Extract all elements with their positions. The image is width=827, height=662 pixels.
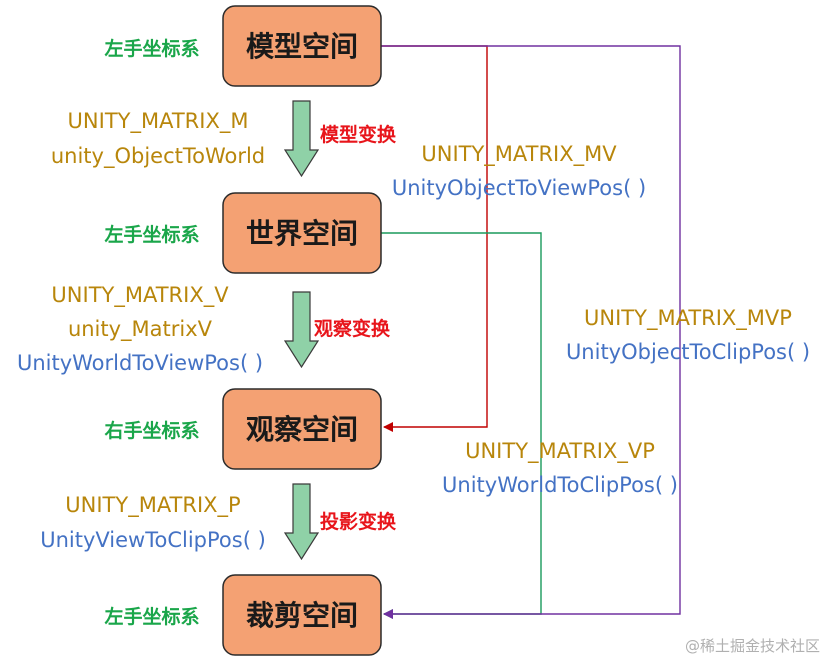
space-box-view: 观察空间 (222, 388, 382, 470)
transform-text-v-function: UnityWorldToViewPos( ) (17, 351, 263, 375)
space-box-label: 裁剪空间 (246, 599, 358, 632)
transform-text-m-matrix: UNITY_MATRIX_M (68, 109, 249, 134)
handedness-label-view: 右手坐标系 (103, 419, 199, 442)
transform-label-projection: 投影变换 (320, 510, 397, 533)
handedness-label-model: 左手坐标系 (104, 37, 199, 60)
shortcut-vp-matrix: UNITY_MATRIX_VP (465, 439, 655, 464)
transform-text-p-function: UnityViewToClipPos( ) (40, 528, 266, 552)
transform-text-v-matrix: UNITY_MATRIX_V (51, 283, 229, 308)
space-box-clip: 裁剪空间 (222, 574, 382, 656)
space-box-world: 世界空间 (222, 192, 382, 274)
transform-label-model: 模型变换 (320, 123, 397, 146)
space-box-model: 模型空间 (222, 5, 382, 87)
shortcut-mvp-matrix: UNITY_MATRIX_MVP (584, 306, 792, 331)
mvp-connector-line (381, 45, 681, 619)
space-box-bg (222, 192, 382, 274)
down-arrow-model-to-world (283, 100, 320, 178)
space-box-bg (222, 574, 382, 656)
transform-label-view: 观察变换 (314, 317, 391, 340)
handedness-label-world: 左手坐标系 (104, 223, 199, 246)
transform-text-v-matrixv: unity_MatrixV (68, 317, 213, 342)
transform-text-m-objecttoworld: unity_ObjectToWorld (51, 144, 265, 169)
shortcut-vp-function: UnityWorldToClipPos( ) (442, 473, 678, 497)
watermark: @稀土掘金技术社区 (685, 637, 820, 655)
handedness-label-clip: 左手坐标系 (104, 605, 199, 628)
down-arrow-view-to-clip (283, 483, 320, 561)
space-box-label: 模型空间 (246, 30, 358, 63)
space-box-label: 观察空间 (246, 413, 358, 446)
space-box-bg (222, 388, 382, 470)
space-box-bg (222, 5, 382, 87)
transform-text-p-matrix: UNITY_MATRIX_P (65, 493, 240, 518)
vp-connector-line (381, 232, 542, 619)
space-box-label: 世界空间 (246, 217, 358, 250)
down-arrow-world-to-view (283, 291, 320, 369)
mv-connector-line (381, 45, 488, 432)
shortcut-mv-function: UnityObjectToViewPos( ) (392, 176, 646, 200)
shortcut-mvp-function: UnityObjectToClipPos( ) (566, 340, 810, 364)
shortcut-mv-matrix: UNITY_MATRIX_MV (421, 142, 617, 167)
